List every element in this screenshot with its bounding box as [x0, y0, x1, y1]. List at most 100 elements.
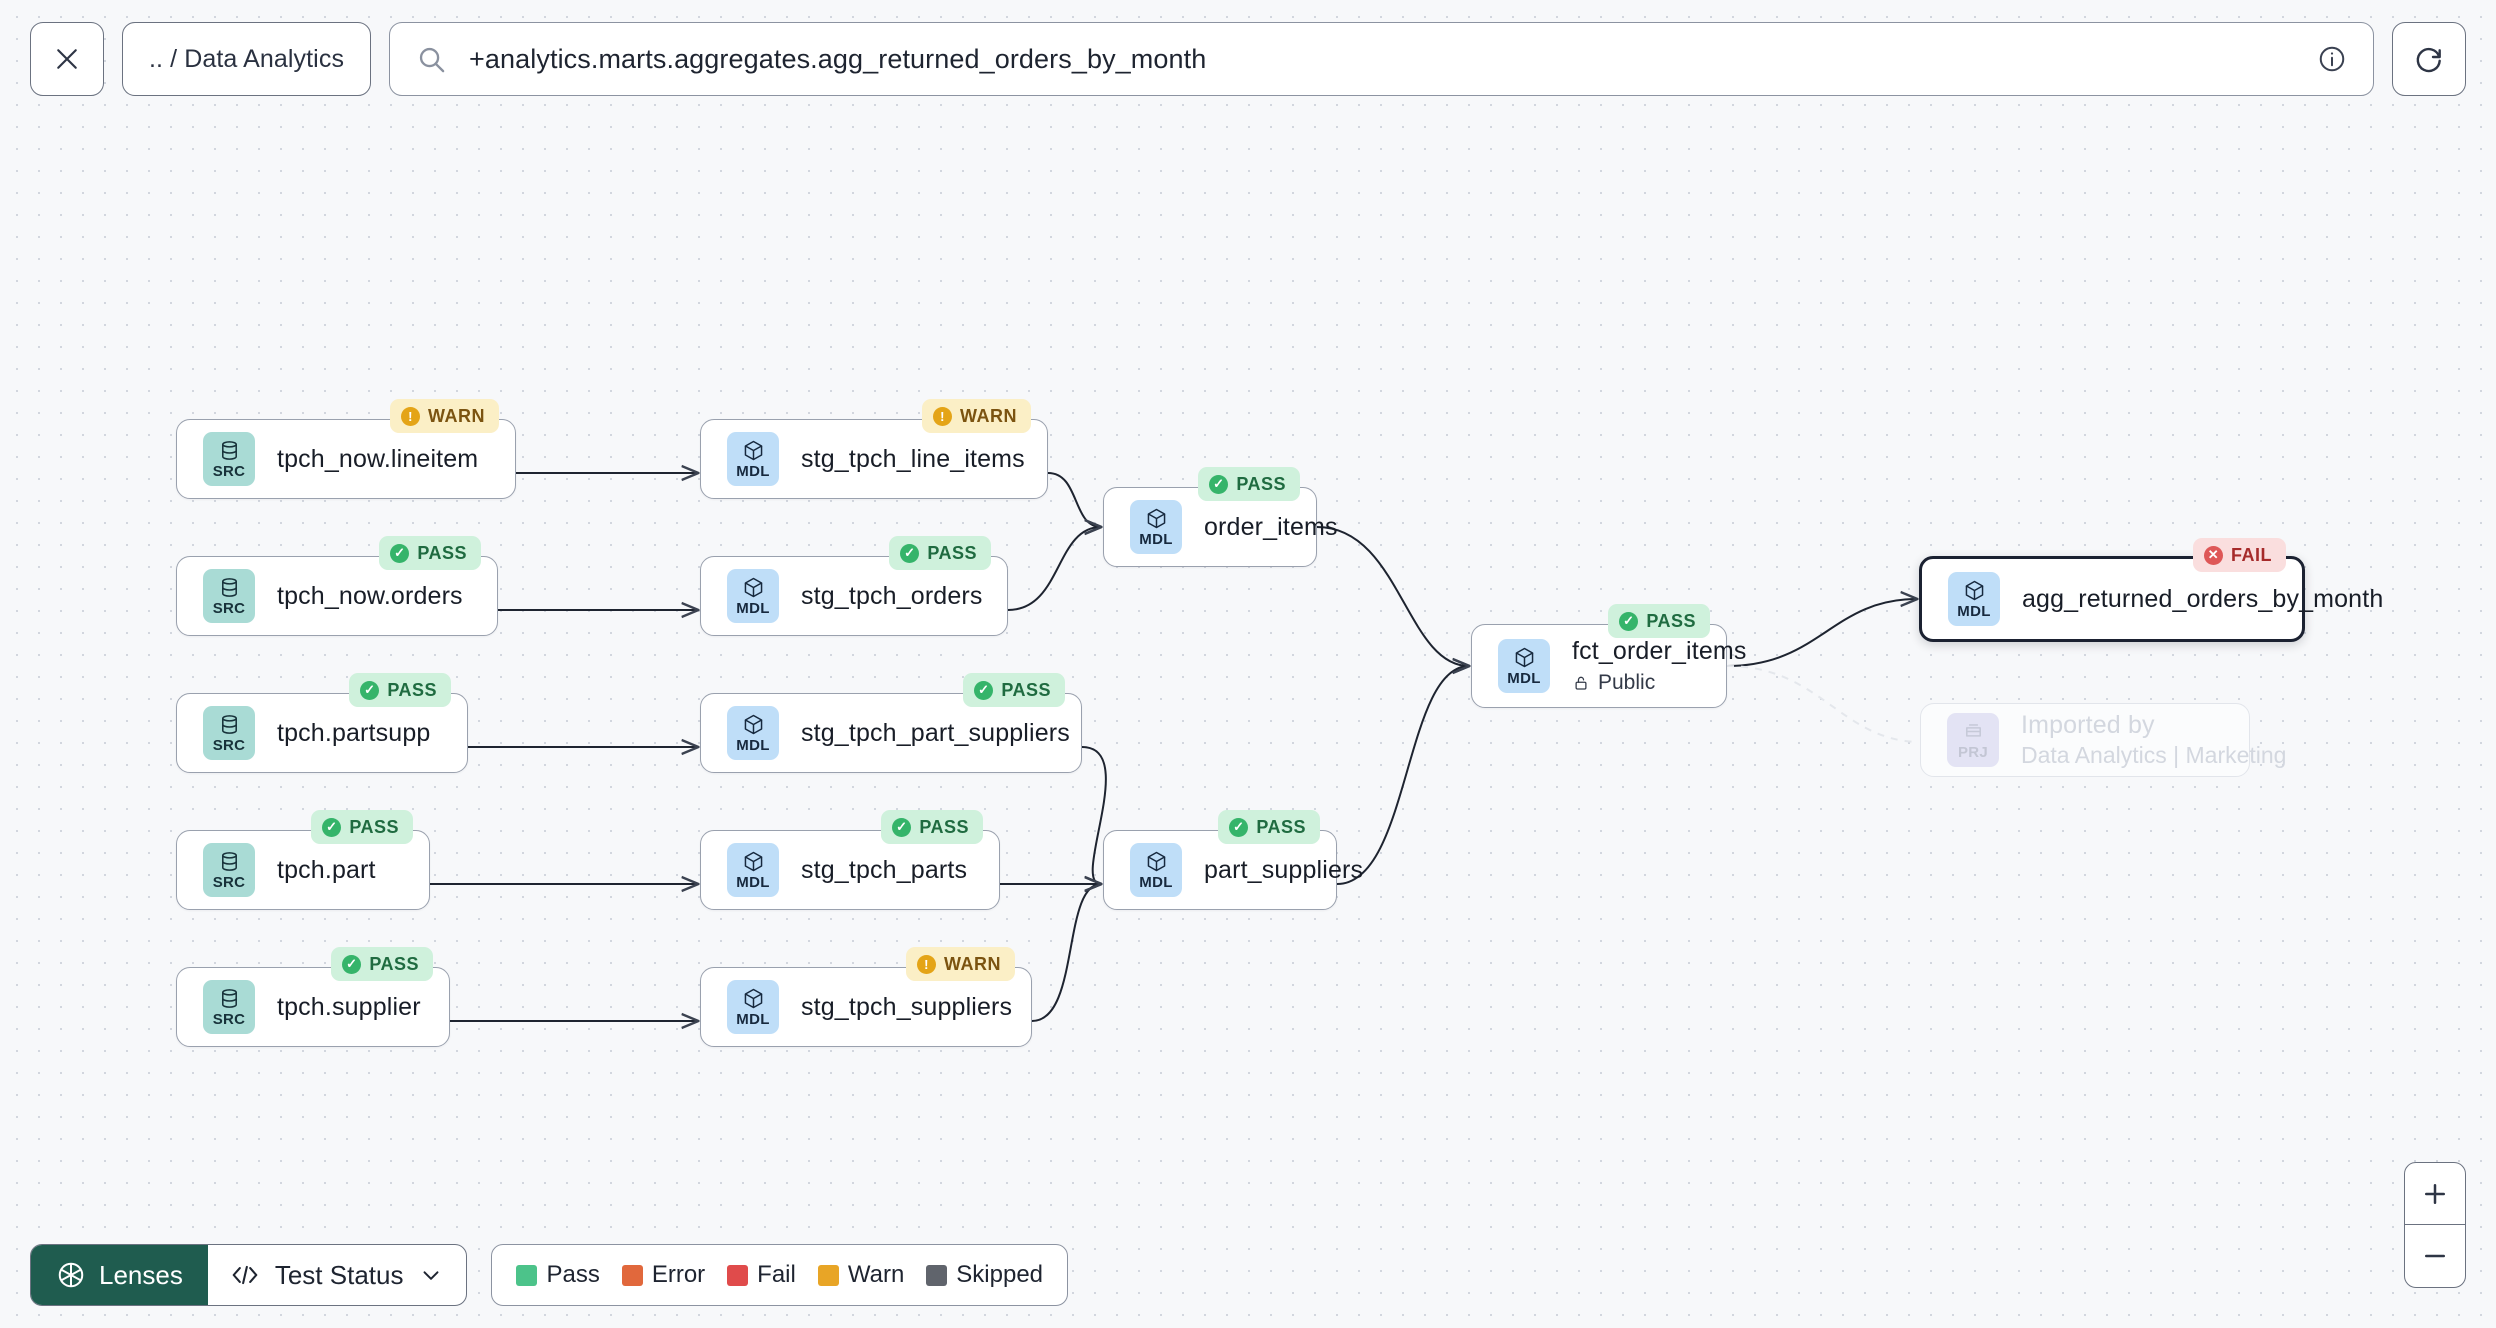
node-texts: stg_tpch_line_items [801, 445, 1025, 474]
node-type-label: SRC [212, 599, 246, 617]
node-status-label: PASS [1001, 679, 1051, 700]
cube-icon [1515, 647, 1533, 667]
zoom-in-button[interactable] [2405, 1163, 2465, 1225]
legend-item-error[interactable]: Error [621, 1261, 705, 1289]
zoom-out-button[interactable] [2405, 1225, 2465, 1287]
node-type-badge-src: SRC [203, 569, 255, 623]
legend-swatch-warn [817, 1264, 839, 1286]
database-icon [221, 851, 237, 871]
node-texts: tpch.supplier [277, 993, 421, 1022]
node-status-label: PASS [417, 542, 467, 563]
node-status-label: WARN [428, 405, 485, 426]
legend-label: Skipped [956, 1261, 1044, 1288]
bottom-toolbar: Lenses Test Status Pass Error Fail Warn Skip… [30, 1244, 1069, 1306]
top-toolbar: .. / Data Analytics [0, 0, 2496, 118]
status-fail-icon: ✕ [2204, 545, 2223, 565]
node-status-label: PASS [349, 816, 399, 837]
node-type-label: MDL [1507, 669, 1541, 687]
node-title: fct_order_items [1572, 637, 1747, 665]
graph-node-tpch_now_orders[interactable]: SRC tpch_now.orders ✓PASS [176, 536, 498, 636]
node-texts: agg_returned_orders_by_month [2022, 585, 2383, 614]
lenses-label: Lenses [99, 1259, 183, 1290]
legend-item-fail[interactable]: Fail [727, 1261, 796, 1289]
aperture-icon [58, 1262, 84, 1288]
node-title: tpch_now.lineitem [277, 444, 479, 473]
node-texts: stg_tpch_parts [801, 856, 967, 885]
search-bar[interactable] [389, 22, 2374, 96]
legend-swatch-skipped [926, 1264, 948, 1286]
node-subtitle: Data Analytics | Marketing [2021, 742, 2286, 769]
node-texts: stg_tpch_part_suppliers [801, 719, 1070, 748]
database-icon [221, 577, 237, 597]
legend-item-skipped[interactable]: Skipped [926, 1261, 1043, 1289]
cube-icon [1147, 508, 1165, 528]
legend-item-warn[interactable]: Warn [817, 1261, 904, 1289]
node-type-badge-mdl: MDL [727, 706, 779, 760]
legend-item-pass[interactable]: Pass [516, 1261, 600, 1289]
code-icon [232, 1265, 258, 1285]
node-type-badge-src: SRC [203, 980, 255, 1034]
node-status-badge: !WARN [922, 399, 1031, 433]
node-status-label: PASS [1256, 816, 1306, 837]
search-input[interactable] [469, 43, 2295, 75]
breadcrumb[interactable]: .. / Data Analytics [122, 22, 372, 96]
status-warn-icon: ! [933, 406, 952, 426]
test-status-dropdown[interactable]: Test Status [208, 1245, 467, 1305]
legend-swatch-fail [727, 1264, 749, 1286]
node-texts: part_suppliers [1204, 856, 1363, 885]
node-type-label: MDL [736, 873, 770, 891]
unlock-icon [1575, 676, 1587, 690]
node-type-label: SRC [212, 873, 246, 891]
info-icon[interactable] [2317, 44, 2347, 74]
legend-label: Pass [546, 1261, 600, 1288]
node-status-label: WARN [944, 953, 1001, 974]
node-status-badge: ✓PASS [1218, 810, 1320, 844]
node-status-badge: ✓PASS [379, 536, 481, 570]
node-title: stg_tpch_line_items [801, 444, 1025, 473]
node-title: stg_tpch_parts [801, 855, 968, 884]
legend-swatch-pass [516, 1264, 538, 1286]
node-texts: order_items [1204, 513, 1338, 542]
status-warn-icon: ! [917, 954, 936, 974]
refresh-button[interactable] [2392, 22, 2466, 96]
node-status-label: PASS [927, 542, 977, 563]
node-texts: tpch_now.orders [277, 582, 463, 611]
status-pass-icon: ✓ [892, 817, 912, 837]
node-status-label: PASS [1236, 473, 1286, 494]
node-type-badge-mdl: MDL [1948, 572, 2000, 626]
lenses-button[interactable]: Lenses [31, 1245, 208, 1305]
cube-icon [744, 577, 762, 597]
node-status-badge: ✓ PASS [889, 536, 991, 570]
cube-icon [1147, 851, 1165, 871]
test-status-label: Test Status [274, 1259, 404, 1290]
node-status-badge: ✓PASS [311, 810, 413, 844]
node-title: tpch.partsupp [277, 718, 431, 747]
node-type-label: MDL [1957, 602, 1991, 620]
node-texts: tpch.partsupp [277, 719, 430, 748]
project-icon [1965, 723, 1981, 737]
cube-icon [744, 988, 762, 1008]
node-type-label: MDL [736, 736, 770, 754]
ghost-edge [1726, 665, 1919, 743]
database-icon [221, 988, 237, 1008]
node-type-badge-src: SRC [203, 706, 255, 760]
node-title: tpch_now.orders [277, 581, 463, 610]
status-pass-icon: ✓ [900, 543, 920, 563]
close-button[interactable] [30, 22, 104, 96]
